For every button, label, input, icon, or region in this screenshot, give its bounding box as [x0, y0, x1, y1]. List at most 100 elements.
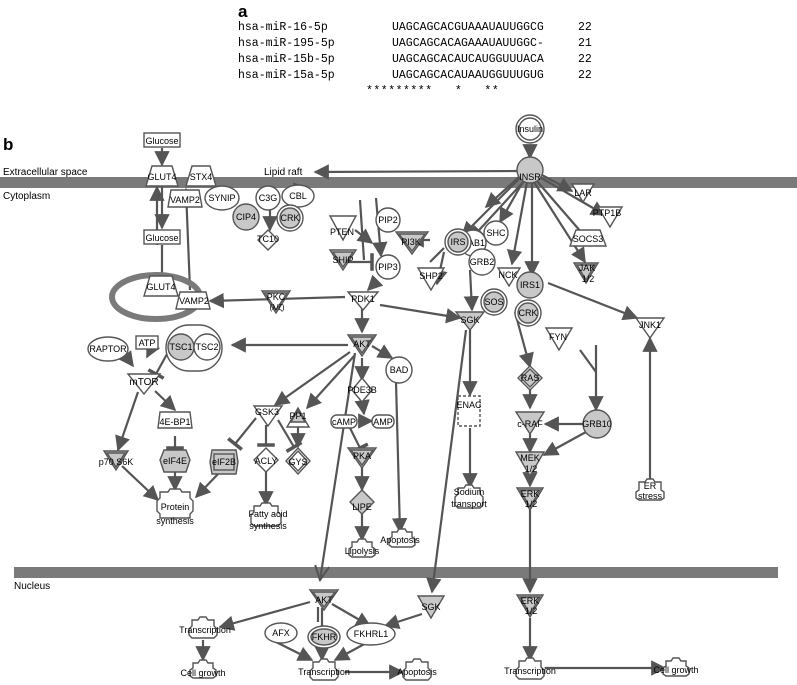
camp-node[interactable]: cAMP	[330, 414, 358, 429]
jak-node[interactable]: JAK 1/2	[572, 262, 600, 285]
edge	[115, 391, 140, 452]
irs-node[interactable]: IRS	[444, 228, 472, 256]
sgk-cytoplasm-node[interactable]: SGK	[454, 311, 486, 332]
pp1-node[interactable]: PP1	[285, 406, 311, 428]
pip3-node[interactable]: PIP3	[375, 254, 401, 280]
grb2-node[interactable]: GRB2	[468, 248, 496, 276]
lar-node[interactable]: LAR	[570, 183, 596, 204]
c3g-node[interactable]: C3G	[255, 185, 281, 211]
glucose-intracellular-node[interactable]: Glucose	[143, 229, 181, 245]
cip4-node[interactable]: CIP4	[232, 203, 260, 231]
irs1-node[interactable]: IRS1	[516, 271, 544, 299]
svg-text:FKHR: FKHR	[312, 632, 337, 642]
svg-text:eIF4E: eIF4E	[163, 456, 187, 466]
transcription-right-node[interactable]: Transcription	[504, 657, 556, 680]
mirna-sequence: UAGCAGCACAGAAAUAUUGGC-	[392, 37, 544, 50]
svg-text:IRS1: IRS1	[520, 280, 540, 290]
atp-node[interactable]: ATP	[135, 335, 159, 350]
cell-growth-right-node[interactable]: Cell growth	[653, 657, 699, 677]
pip2-node[interactable]: PIP2	[375, 207, 401, 233]
amp-node[interactable]: AMP	[371, 414, 395, 429]
glut4-membrane-node[interactable]: GLUT4	[145, 165, 179, 187]
nucleus-label: Nucleus	[14, 581, 50, 592]
crk-top-node[interactable]: CRK	[276, 204, 304, 232]
edge	[429, 247, 445, 263]
cell-growth-left-node[interactable]: Cell growth	[180, 659, 226, 679]
svg-text:SHIP: SHIP	[332, 255, 353, 265]
bad-node[interactable]: BAD	[385, 356, 413, 384]
afx-node[interactable]: AFX	[264, 622, 298, 644]
sos-node[interactable]: SOS	[480, 288, 508, 316]
eif4e-node[interactable]: eIF4E	[159, 449, 191, 473]
stx4-node[interactable]: STX4	[185, 165, 217, 187]
4e-bp1-node[interactable]: 4E-BP1	[157, 411, 193, 429]
crk-middle-node[interactable]: CRK	[514, 299, 542, 327]
svg-text:GRB10: GRB10	[582, 419, 612, 429]
nck-node[interactable]: NCK	[496, 267, 522, 288]
tc10-node[interactable]: TC10	[257, 229, 279, 251]
transcription-middle-node[interactable]: Transcription	[298, 658, 350, 681]
gsk3-node[interactable]: GSK3	[252, 405, 284, 428]
glucose-extracellular-node[interactable]: Glucose	[143, 132, 181, 148]
pka-node[interactable]: PKA	[346, 447, 378, 470]
mek-node[interactable]: MEK 1/2	[514, 451, 546, 478]
er-stress-node[interactable]: ER stress	[635, 478, 665, 501]
akt-cytoplasm-node[interactable]: AKT	[346, 334, 378, 358]
pde3b-node[interactable]: PDE3B	[347, 376, 377, 404]
lipolysis-node[interactable]: Lipolysis	[345, 538, 380, 558]
insr-node[interactable]: INSR	[516, 156, 544, 184]
pten-node[interactable]: PTEN	[328, 215, 358, 242]
insulin-node[interactable]: Insulin	[515, 114, 545, 144]
grb10-node[interactable]: GRB10	[582, 409, 612, 439]
svg-text:1/2: 1/2	[525, 499, 538, 509]
apoptosis-cytoplasm-node[interactable]: Apoptosis	[380, 528, 420, 548]
pdk1-node[interactable]: PDK1	[346, 291, 380, 312]
pi3k-node[interactable]: PI3K	[394, 231, 430, 256]
pkc-node[interactable]: PKC (λ/ζ)	[260, 290, 292, 315]
synip-node[interactable]: SYNIP	[204, 185, 240, 211]
apoptosis-nucleus-node[interactable]: Apoptosis	[397, 658, 437, 681]
glut4-cytoplasm-node[interactable]: GLUT4	[143, 275, 179, 297]
protein-synthesis-node[interactable]: Protein synthesis	[156, 488, 194, 526]
ship-node[interactable]: SHIP	[328, 249, 358, 272]
ras-node[interactable]: RAS	[517, 365, 543, 391]
shc-node[interactable]: SHC	[483, 220, 509, 246]
fkhrl1-node[interactable]: FKHRL1	[346, 622, 396, 646]
p70-s6k-node[interactable]: p70 S6K	[99, 450, 134, 472]
svg-text:1/2: 1/2	[525, 464, 538, 474]
fyn-node[interactable]: FYN	[544, 327, 574, 352]
gys-node[interactable]: GYS	[285, 446, 311, 476]
erk-nucleus-node[interactable]: ERK 1/2	[515, 594, 545, 619]
tsc-complex-node[interactable]: TSC1 TSC2	[165, 324, 223, 372]
acly-node[interactable]: ACLY	[253, 447, 279, 473]
svg-text:synthesis: synthesis	[156, 516, 194, 526]
sgk-nucleus-node[interactable]: SGK	[416, 595, 446, 620]
akt-nucleus-node[interactable]: AKT	[308, 589, 340, 612]
edge	[305, 354, 356, 410]
jnk1-node[interactable]: JNK1	[634, 317, 666, 340]
sodium-transport-node[interactable]: Sodium transport	[451, 484, 487, 509]
transcription-left-node[interactable]: Transcription	[179, 616, 231, 639]
socs3-node[interactable]: SOCS3	[568, 229, 608, 247]
c-raf-node[interactable]: c-RAF	[514, 411, 546, 436]
edge	[313, 164, 519, 180]
edge	[537, 175, 607, 216]
ptp1b-node[interactable]: PTP1B	[593, 206, 624, 229]
vamp2-bottom-node[interactable]: VAMP2	[175, 291, 211, 310]
eif2b-node[interactable]: eIF2B	[209, 449, 239, 475]
svg-text:cAMP: cAMP	[332, 417, 356, 427]
svg-text:Sodium: Sodium	[454, 487, 485, 497]
svg-text:Apoptosis: Apoptosis	[380, 535, 420, 545]
vamp2-top-node[interactable]: VAMP2	[167, 189, 203, 208]
raptor-node[interactable]: RAPTOR	[87, 336, 129, 362]
fatty-acid-synthesis-node[interactable]: Fatty acid synthesis	[248, 502, 288, 531]
fkhr-node[interactable]: FKHR	[307, 625, 341, 649]
shp2-node[interactable]: SHP2	[416, 267, 446, 292]
erk-cytoplasm-node[interactable]: ERK 1/2	[515, 487, 545, 512]
lipe-node[interactable]: LIPE	[349, 489, 375, 515]
mtor-node[interactable]: mTOR	[126, 373, 162, 396]
enac-node[interactable]: ENAC	[456, 395, 482, 427]
cbl-node[interactable]: CBL	[281, 184, 315, 208]
edge	[426, 329, 468, 594]
